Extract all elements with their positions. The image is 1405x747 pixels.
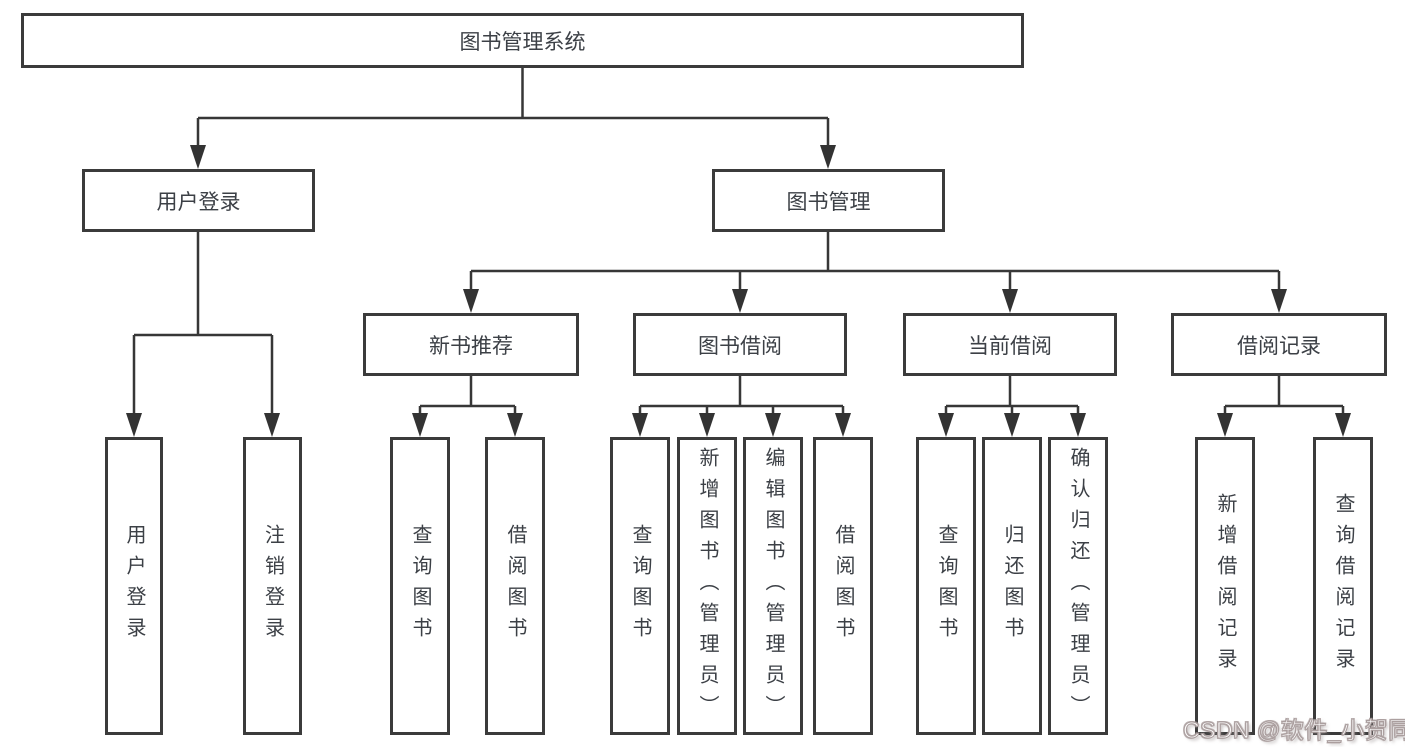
leaf-logout-label: 注销登录 <box>261 524 284 648</box>
node-current-borrow-label: 当前借阅 <box>968 334 1052 358</box>
node-root-label: 图书管理系统 <box>459 30 586 54</box>
connector-newbookrec-to-leaves <box>418 376 517 414</box>
node-current-borrow: 当前借阅 <box>903 313 1117 376</box>
leaf-current-query-books: 查询图书 <box>916 437 976 735</box>
leaf-borrow-books: 借阅图书 <box>813 437 873 735</box>
node-new-book-recommend: 新书推荐 <box>363 313 579 376</box>
leaf-borrow-books-label: 借阅图书 <box>832 524 854 648</box>
leaf-add-borrow-record: 新增借阅记录 <box>1195 437 1255 735</box>
leaf-return-books-label: 归还图书 <box>1001 524 1023 648</box>
leaf-edit-books-admin-label: 编辑图书（管理员） <box>762 446 784 726</box>
leaf-confirm-return-admin-label: 确认归还（管理员） <box>1067 446 1089 726</box>
connector-userlogin-to-leaves <box>132 232 274 414</box>
leaf-user-login-label: 用户登录 <box>123 524 145 648</box>
leaf-logout: 注销登录 <box>243 437 302 735</box>
leaf-add-books-admin: 新增图书（管理员） <box>677 437 737 735</box>
leaf-add-books-admin-label: 新增图书（管理员） <box>696 446 718 726</box>
node-user-login: 用户登录 <box>82 169 315 232</box>
leaf-add-borrow-record-label: 新增借阅记录 <box>1214 493 1236 679</box>
leaf-borrow-query-books: 查询图书 <box>610 437 670 735</box>
node-user-login-label: 用户登录 <box>156 190 241 214</box>
leaf-recommend-borrow-books: 借阅图书 <box>485 437 545 735</box>
leaf-recommend-query-books: 查询图书 <box>390 437 450 735</box>
node-root: 图书管理系统 <box>21 13 1024 68</box>
leaf-borrow-query-books-label: 查询图书 <box>629 524 651 648</box>
leaf-edit-books-admin: 编辑图书（管理员） <box>743 437 803 735</box>
arrowheads <box>126 145 1351 437</box>
node-new-book-recommend-label: 新书推荐 <box>429 334 513 358</box>
node-borrow-record-label: 借阅记录 <box>1237 334 1321 358</box>
leaf-recommend-query-books-label: 查询图书 <box>409 524 431 648</box>
node-book-management-label: 图书管理 <box>786 190 871 214</box>
leaf-current-query-books-label: 查询图书 <box>935 524 957 648</box>
node-book-borrow-label: 图书借阅 <box>698 334 782 358</box>
node-book-management: 图书管理 <box>712 169 945 232</box>
leaf-confirm-return-admin: 确认归还（管理员） <box>1048 437 1108 735</box>
leaf-return-books: 归还图书 <box>982 437 1042 735</box>
node-book-borrow: 图书借阅 <box>633 313 847 376</box>
leaf-query-borrow-record-label: 查询借阅记录 <box>1332 493 1354 679</box>
connector-borrowrecord-to-leaves <box>1223 376 1345 414</box>
leaf-recommend-borrow-books-label: 借阅图书 <box>504 524 526 648</box>
connector-currentborrow-to-leaves <box>944 376 1080 414</box>
node-borrow-record: 借阅记录 <box>1171 313 1387 376</box>
leaf-query-borrow-record: 查询借阅记录 <box>1313 437 1373 735</box>
leaf-user-login: 用户登录 <box>105 437 163 735</box>
connector-root-to-level2 <box>196 68 830 146</box>
connector-bookmgmt-to-level3 <box>469 232 1281 290</box>
connector-bookborrow-to-leaves <box>638 376 845 414</box>
